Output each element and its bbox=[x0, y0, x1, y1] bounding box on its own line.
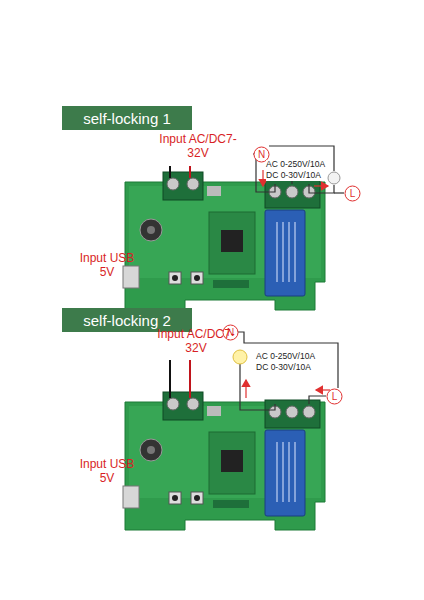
terminal-letter: L bbox=[332, 391, 338, 402]
input-wire bbox=[189, 166, 191, 178]
current-arrow bbox=[245, 380, 246, 398]
input-wire bbox=[189, 360, 191, 398]
input-label: Input AC/DC7-32V bbox=[158, 133, 238, 161]
lamp-symbol bbox=[328, 172, 340, 184]
input-wire bbox=[169, 360, 171, 398]
input-label: Input AC/DC7-32V bbox=[156, 328, 236, 356]
current-arrow bbox=[314, 185, 328, 186]
rating-note: AC 0-250V/10A bbox=[256, 352, 315, 362]
title-text: self-locking 1 bbox=[83, 110, 171, 127]
rating-note: DC 0-30V/10A bbox=[266, 171, 321, 181]
load-wiring bbox=[236, 332, 338, 410]
relay-board bbox=[123, 392, 325, 530]
input-wire bbox=[169, 166, 171, 178]
current-arrow bbox=[262, 170, 263, 186]
lamp-symbol bbox=[233, 350, 247, 364]
input-label: Input USB 5V bbox=[78, 458, 136, 486]
current-arrow bbox=[316, 389, 330, 390]
terminal-letter: L bbox=[350, 188, 356, 199]
load-wire bbox=[334, 192, 344, 193]
load-wiring bbox=[253, 146, 334, 193]
rating-note: DC 0-30V/10A bbox=[256, 363, 311, 373]
terminal-letter: N bbox=[258, 149, 265, 160]
input-label: Input USB 5V bbox=[78, 252, 136, 280]
terminal-circle: L bbox=[326, 388, 343, 405]
title-text: self-locking 2 bbox=[83, 312, 171, 329]
title-band: self-locking 1 bbox=[62, 106, 192, 130]
relay-board bbox=[123, 172, 325, 310]
rating-note: AC 0-250V/10A bbox=[266, 160, 325, 170]
terminal-circle: L bbox=[344, 185, 361, 202]
